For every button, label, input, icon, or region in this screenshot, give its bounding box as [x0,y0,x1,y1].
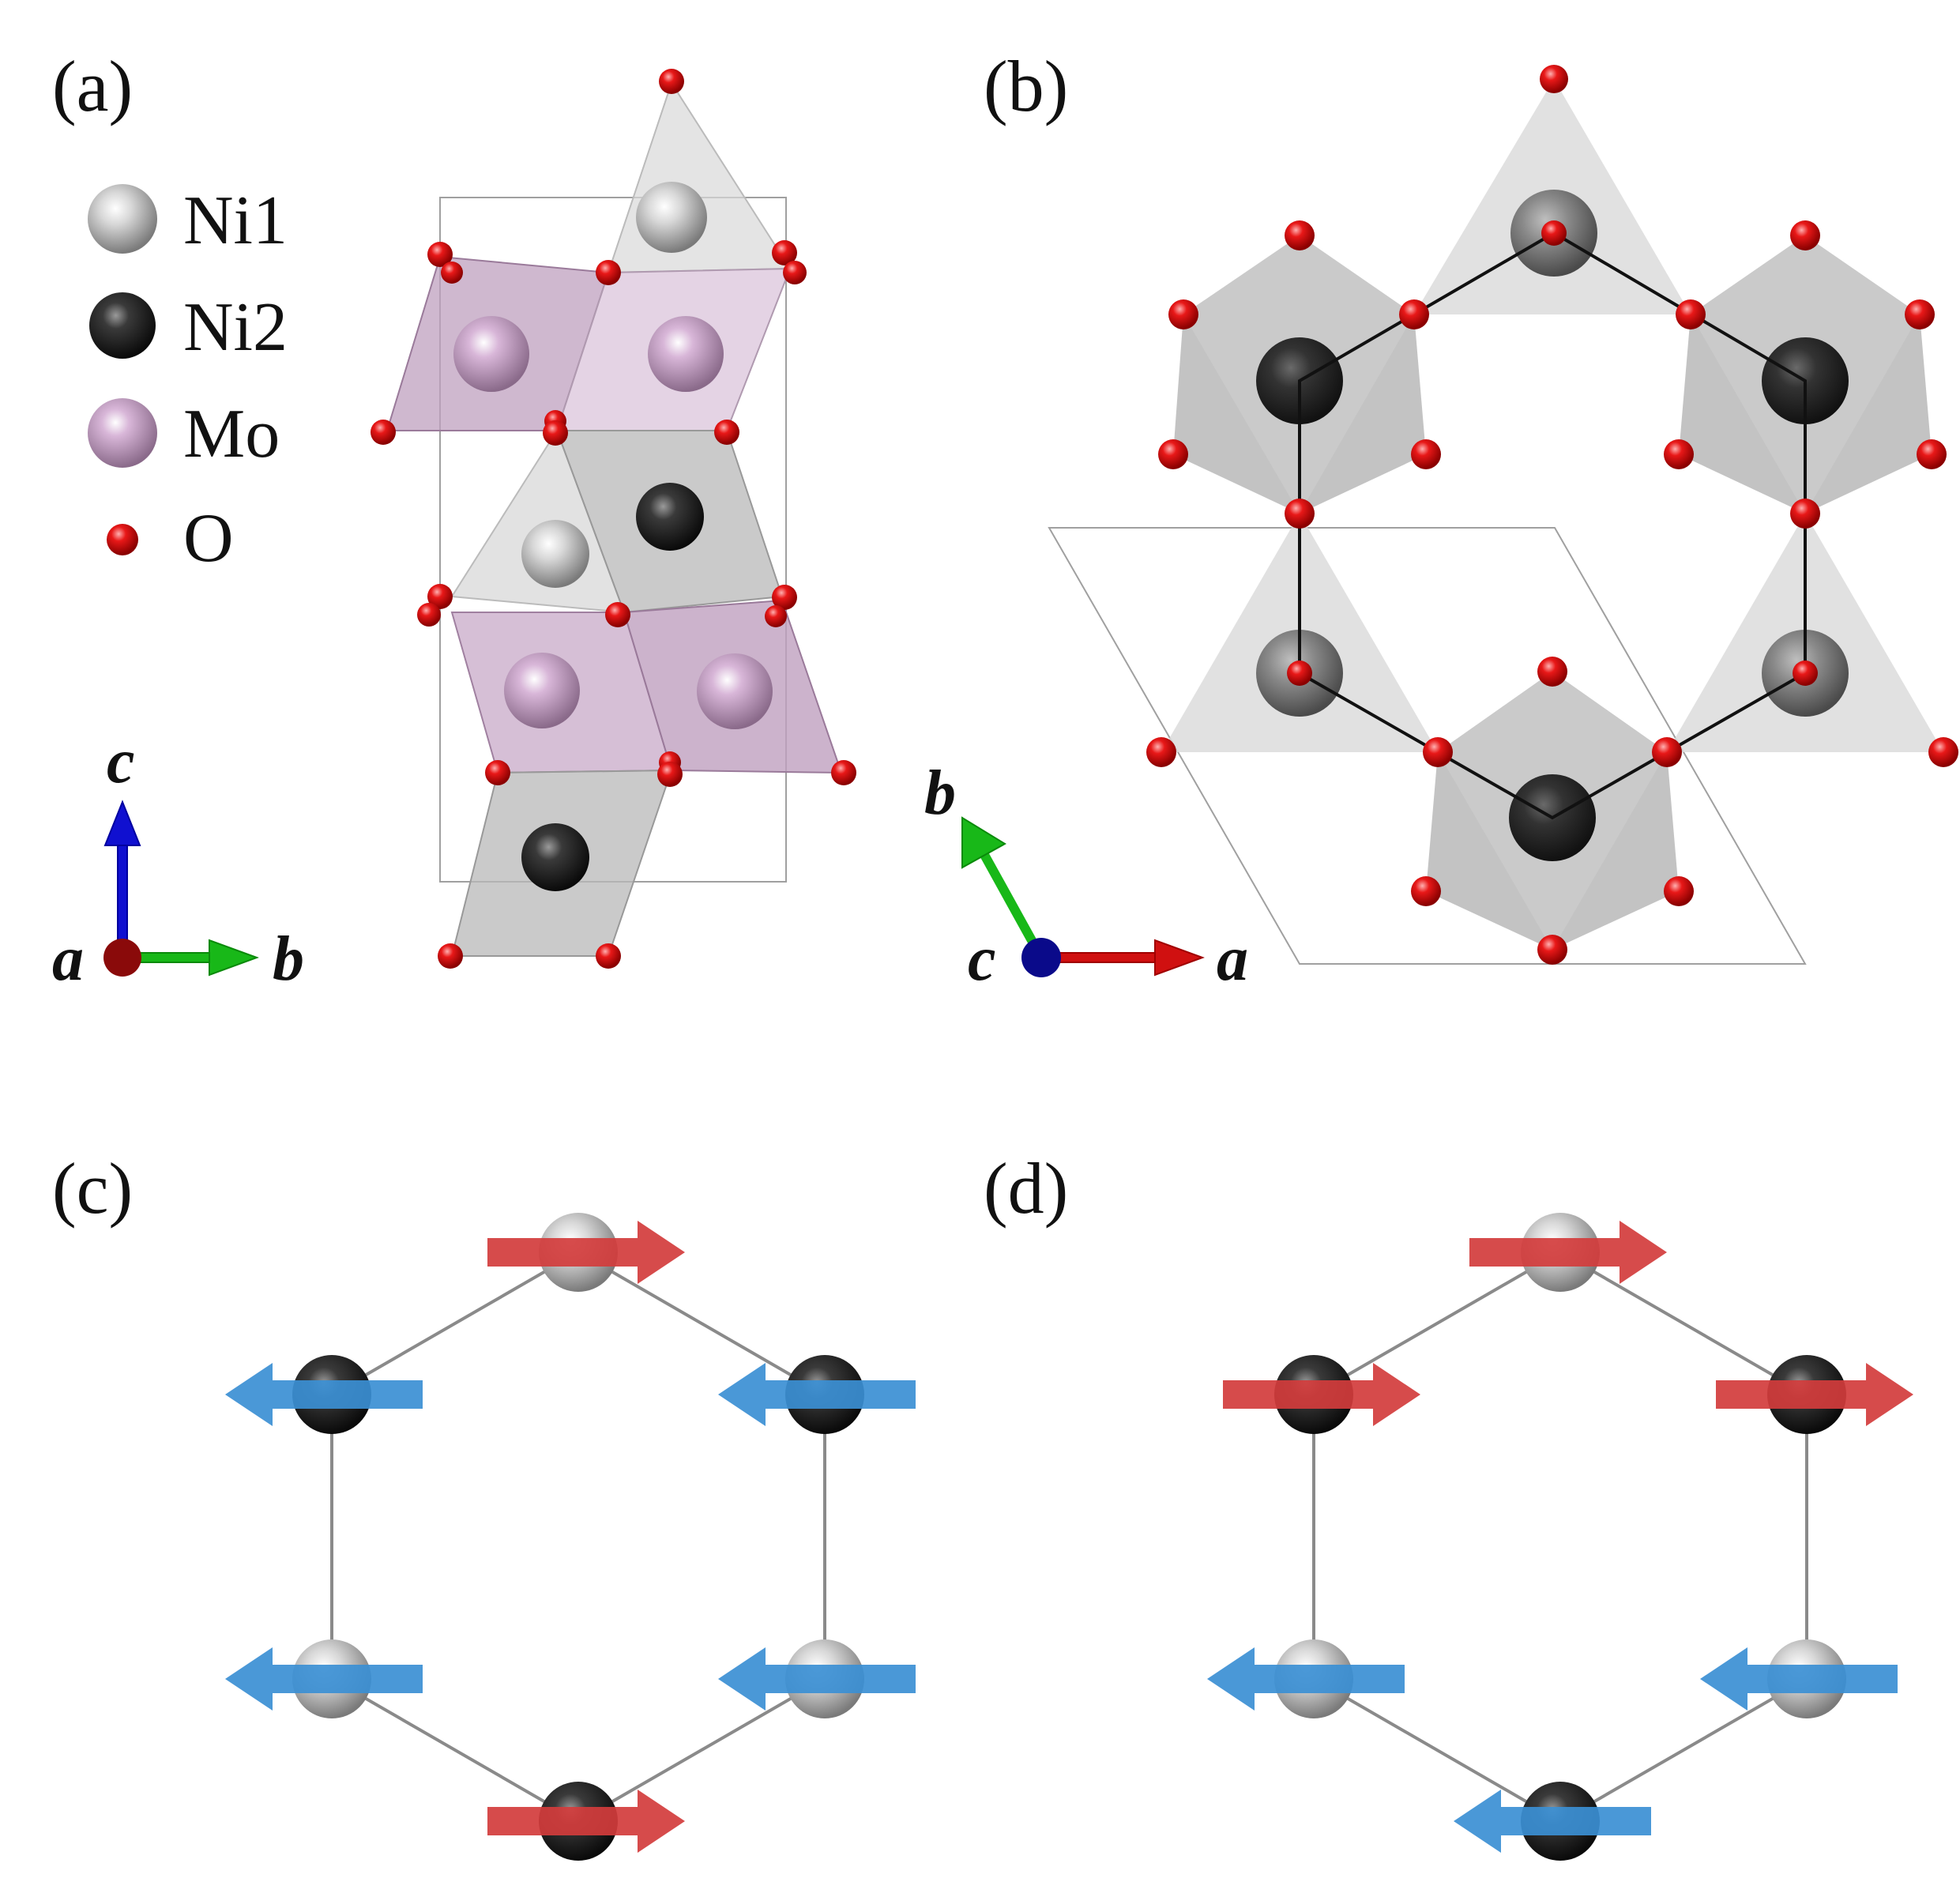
axis-label-b: b [273,924,304,994]
axis-label-c: c [107,727,135,796]
unit-cell-b [1048,527,1807,965]
oxygen-atoms-a [371,69,856,969]
spin-left-arrow-icon [718,1363,916,1426]
spin-right-arrow-icon [1223,1363,1420,1426]
oxygen-atoms-b [1146,65,1958,965]
spin-left-arrow-icon [1454,1790,1651,1853]
ni1-sphere-icon [88,184,157,254]
mo-atom [648,316,724,392]
spin-hexagon-c [225,1213,916,1861]
bond-line [1313,1251,1561,1396]
mo-sphere-icon [88,398,157,468]
bond-line [331,1677,579,1823]
o-sphere-icon [107,524,138,555]
panel-c: (c) [52,1148,916,1861]
spin-left-arrow-icon [1700,1647,1898,1711]
ni2-atom [636,483,704,551]
spin-right-arrow-icon [1716,1363,1913,1426]
spin-hexagon-d [1207,1213,1913,1861]
axes-b: b a c [924,758,1248,994]
panel-a-label: (a) [52,46,133,126]
legend: Ni1 Ni2 Mo O [88,183,288,577]
legend-label-mo: Mo [183,396,280,472]
panel-c-label: (c) [52,1148,133,1229]
ni2-atom [521,823,589,891]
axis-label-a: a [1217,924,1248,994]
a-axis-origin-icon [103,939,141,977]
axes-a: c b a [52,727,304,994]
ni-hexagon-b [1298,231,1807,820]
spin-left-arrow-icon [225,1363,423,1426]
bond-line [577,1677,826,1823]
b-axis-arrow [979,851,1046,960]
spin-right-arrow-icon [1469,1221,1667,1284]
panel-b: (b) [924,46,1958,994]
structure-a [371,69,856,969]
bond-line [1559,1677,1808,1823]
c-axis-arrowhead [103,800,141,846]
spin-left-arrow-icon [1207,1647,1405,1711]
axis-label-a: a [52,924,84,994]
mo-atom [697,653,773,729]
bond-line [1559,1251,1808,1396]
axis-label-b: b [924,758,956,828]
a-axis-arrowhead [1154,939,1205,977]
c-axis-origin-icon [1021,938,1061,977]
legend-label-ni1: Ni1 [183,183,288,259]
axis-label-c: c [968,924,996,994]
c-axis-arrow [117,841,128,954]
bond-line [331,1251,579,1396]
panel-d: (d) [984,1148,1913,1861]
ni1-tetrahedron [607,81,792,274]
ni1-atom [521,520,589,588]
mo-atom [504,653,580,728]
spin-left-arrow-icon [225,1647,423,1711]
bond-line [577,1251,826,1396]
panel-a: (a) Ni1 Ni2 Mo O [52,46,856,994]
panel-d-label: (d) [984,1148,1068,1229]
ni1-atom [636,182,707,253]
bond-line [1313,1677,1561,1823]
spin-right-arrow-icon [487,1221,685,1284]
b-axis-arrowhead [209,939,259,977]
spin-left-arrow-icon [718,1647,916,1711]
panel-b-label: (b) [984,46,1068,126]
mo-atom [453,316,529,392]
b-axis-arrowhead [961,816,1006,869]
legend-label-o: O [183,500,234,577]
spin-right-arrow-icon [487,1790,685,1853]
legend-label-ni2: Ni2 [183,289,288,366]
ni2-sphere-icon [89,292,156,359]
